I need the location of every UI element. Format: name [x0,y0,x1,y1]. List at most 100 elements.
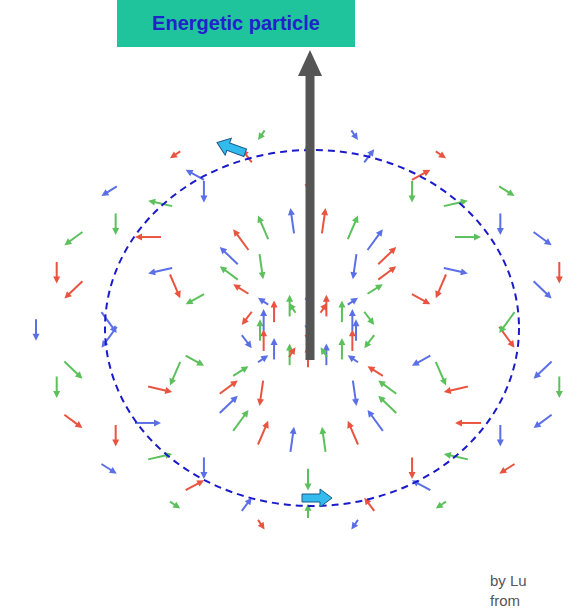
field-arrow [220,380,238,393]
field-arrow [259,254,266,279]
field-arrow [258,130,265,140]
field-arrow [321,208,328,233]
field-arrow [412,356,430,366]
field-arrow [271,301,278,323]
field-arrow [534,415,552,428]
field-arrow [101,312,116,333]
field-arrow [220,396,238,413]
field-arrow [338,301,345,323]
field-arrow [319,427,326,452]
field-arrow [444,387,468,394]
field-arrow [186,356,204,366]
field-arrow [64,415,82,428]
title-box: Energetic particle [117,0,355,47]
field-arrow [289,347,296,357]
credit-text: by Lu [488,572,529,589]
field-arrow [286,295,293,317]
field-arrow [368,366,383,376]
field-arrow [233,366,248,376]
field-arrow [409,181,416,203]
field-arrow [135,419,161,426]
field-arrow [260,309,267,331]
field-arrow [200,457,207,479]
field-arrow [53,376,60,398]
field-arrow [368,229,383,250]
field-arrow [242,498,252,511]
field-arrow [556,262,563,284]
field-arrow [378,380,396,393]
field-arrow [350,254,357,279]
field-arrow [323,344,330,366]
field-arrow [436,362,447,386]
field-arrow [349,309,356,331]
field-arrow [364,335,374,348]
field-arrow [556,376,563,398]
field-arrow [378,266,396,279]
field-arrow [352,381,359,406]
field-arrow [233,284,248,294]
field-arrow [101,464,116,474]
field-arrow [444,268,468,275]
field-arrow [368,284,383,294]
field-arrow [64,281,82,298]
field-arrow [271,338,278,360]
field-arrow [64,232,82,245]
field-arrow [409,457,416,479]
field-arrow [349,329,356,351]
node-label: Energetic particle [152,12,320,35]
field-arrow [258,355,268,362]
field-arrow [444,199,468,206]
field-arrow [220,247,238,264]
field-arrow [351,520,358,530]
field-arrow [170,502,180,509]
field-arrow [170,362,181,386]
field-arrow [135,234,161,241]
field-arrow [347,421,358,445]
field-arrow [200,181,207,203]
field-arrow [353,319,360,341]
field-arrow [348,215,359,239]
circulation-arrow [214,134,248,161]
field-arrow [497,213,504,235]
particle-arrow [298,50,322,360]
field-arrow [499,186,514,196]
field-arrow [112,213,119,235]
field-arrow [455,419,481,426]
field-arrow [257,319,264,341]
field-arrow [64,361,82,378]
field-arrow [148,387,172,394]
field-arrow [455,234,481,241]
credit-text: from [488,592,522,609]
field-arrow [148,199,172,206]
field-arrow [242,335,252,348]
vector-field [33,130,563,529]
field-arrow [186,480,204,490]
field-arrow [220,266,238,279]
field-arrow [258,520,265,530]
field-arrow [260,329,267,351]
field-arrow [101,186,116,196]
field-arrow [186,294,204,304]
field-arrow [368,410,383,431]
field-arrow [286,344,293,366]
field-arrow [258,215,269,239]
field-arrow [534,281,552,298]
circulation-arrow [302,489,332,507]
field-arrow [258,298,268,305]
field-arrow [534,361,552,378]
field-arrow [412,294,430,304]
field-arrow [233,410,248,431]
field-arrow [435,275,446,299]
field-arrow [290,427,297,452]
field-arrow [170,151,180,158]
field-arrow [436,151,446,158]
field-arrow [242,312,252,325]
field-arrow [534,232,552,245]
field-arrow [258,421,269,445]
field-arrow [170,275,181,299]
field-arrow [378,396,396,413]
field-arrow [233,229,248,250]
field-arrow [499,464,514,474]
field-arrow [112,425,119,447]
